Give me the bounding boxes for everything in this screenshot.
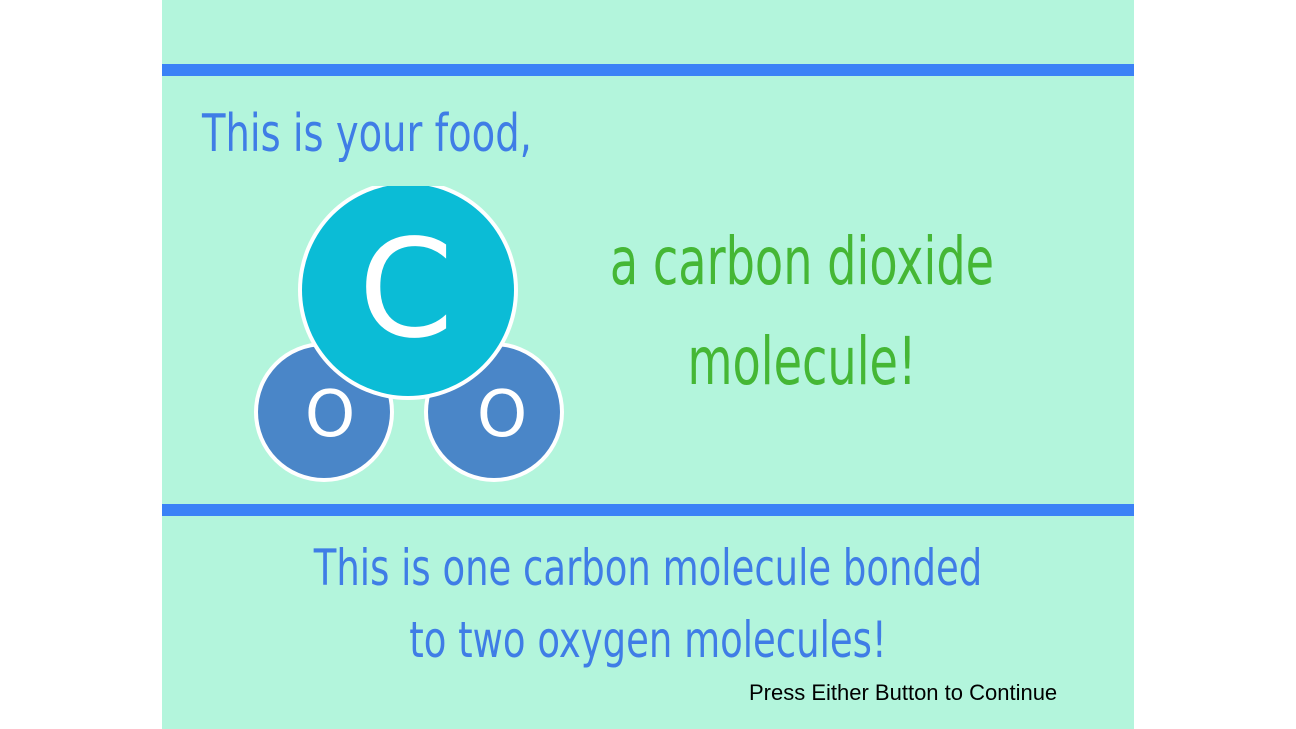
slide: This is your food, O O C a carbon dioxid…	[162, 0, 1134, 729]
footer-line-1: This is one carbon molecule bonded	[313, 539, 983, 597]
footer-line-2: to two oxygen molecules!	[409, 611, 887, 669]
carbon-atom: C	[298, 186, 518, 400]
top-divider-bar	[162, 64, 1134, 76]
subhead: a carbon dioxide molecule!	[584, 212, 1021, 412]
continue-prompt: Press Either Button to Continue	[749, 680, 1058, 705]
carbon-dioxide-molecule-icon: O O C	[246, 186, 566, 486]
subhead-line-1: a carbon dioxide	[609, 223, 995, 300]
bottom-divider-bar	[162, 504, 1134, 516]
oxygen-right-label: O	[477, 378, 527, 452]
subhead-line-2: molecule!	[687, 323, 917, 400]
footer-text: This is one carbon molecule bonded to tw…	[288, 532, 1007, 676]
oxygen-left-label: O	[305, 378, 355, 452]
headline: This is your food,	[202, 104, 532, 164]
carbon-label: C	[359, 211, 454, 369]
